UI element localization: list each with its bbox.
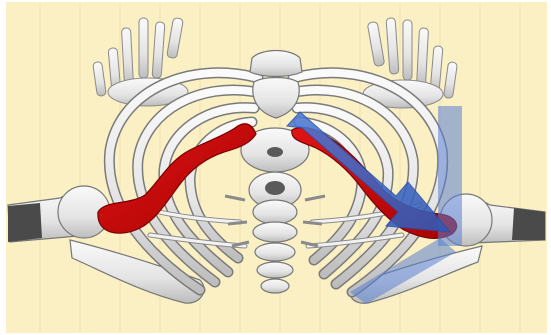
right-elbow-cartilage [512,208,545,240]
left-elbow-cartilage [8,203,42,242]
